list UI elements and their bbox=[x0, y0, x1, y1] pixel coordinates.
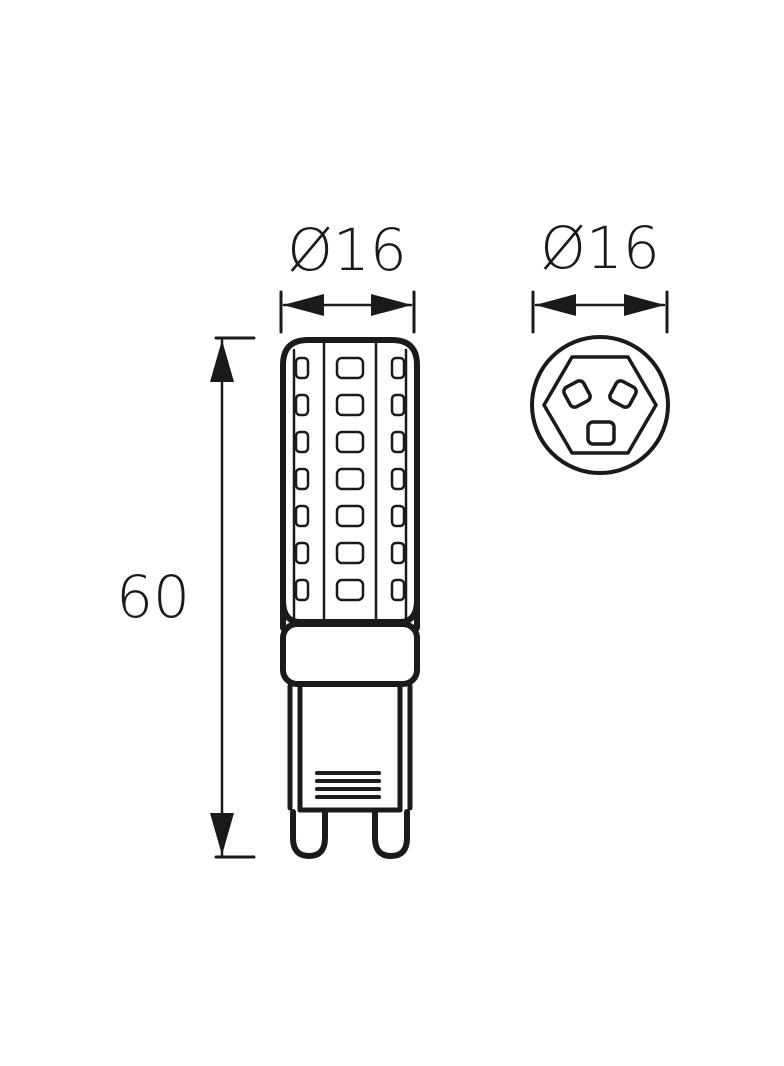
arrow-down-icon bbox=[210, 813, 234, 855]
side-width-label: Ø16 bbox=[287, 216, 406, 284]
arrow-left-icon bbox=[283, 294, 324, 316]
bulb-collar bbox=[280, 621, 420, 687]
arrow-up-icon bbox=[210, 340, 234, 382]
arrow-right-icon bbox=[624, 294, 665, 316]
bulb-side-view bbox=[280, 337, 420, 859]
hexagon-outline bbox=[542, 355, 658, 455]
top-diameter-label: Ø16 bbox=[540, 214, 659, 282]
pin-left bbox=[290, 809, 328, 859]
pin-socket-right bbox=[608, 379, 638, 409]
pin-right bbox=[372, 809, 410, 859]
arrow-left-icon bbox=[535, 294, 576, 316]
pin-socket-left bbox=[562, 379, 592, 409]
side-height-dimension: 60 bbox=[116, 336, 256, 859]
top-diameter-dimension: Ø16 bbox=[531, 214, 669, 334]
pin-socket-bottom bbox=[586, 420, 616, 446]
arrow-right-icon bbox=[371, 294, 412, 316]
side-height-label: 60 bbox=[116, 563, 190, 631]
led-column-center bbox=[335, 356, 365, 602]
bulb-base bbox=[287, 683, 413, 859]
led-column-right bbox=[390, 356, 406, 602]
led-column-left bbox=[294, 356, 310, 602]
side-width-dimension: Ø16 bbox=[279, 216, 416, 334]
bulb-top-view bbox=[530, 335, 670, 475]
